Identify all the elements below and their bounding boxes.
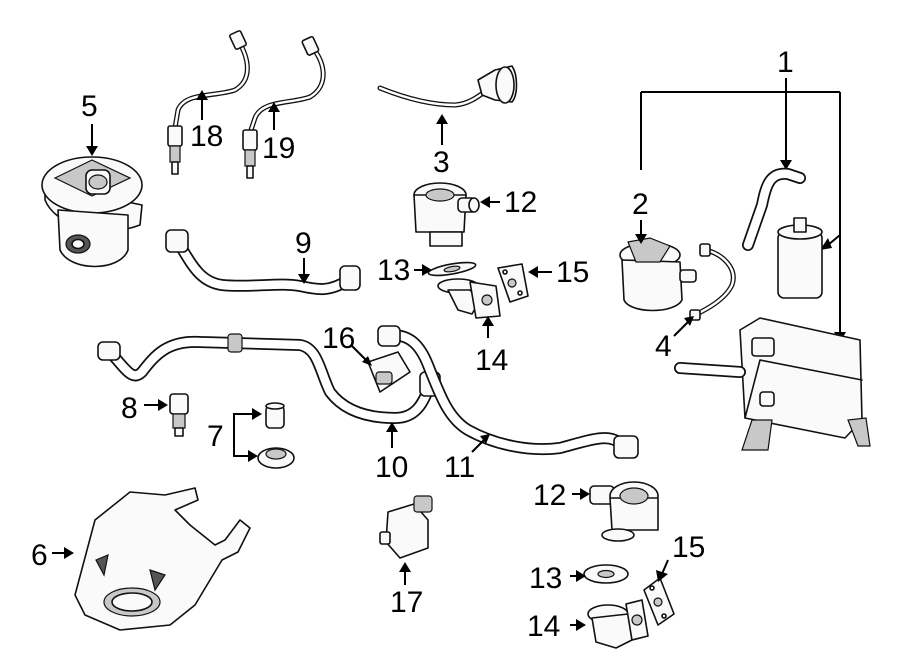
part-11-hose: 11	[377, 325, 639, 484]
callout-15-upper: 15	[556, 256, 589, 289]
part-13-gasket-upper: 13	[377, 254, 477, 287]
part-4-vacuum-line: 4	[655, 243, 736, 363]
part-2-purge-valve: 2	[619, 188, 697, 312]
part-3-hose: 3	[377, 65, 518, 179]
part-14-pipe-upper: 14	[437, 278, 508, 377]
callout-16: 16	[322, 322, 355, 355]
part-12-valve-upper: 12	[413, 182, 537, 247]
callout-10: 10	[375, 451, 408, 484]
callout-6: 6	[31, 539, 48, 572]
part-17-solenoid: 17	[379, 495, 433, 619]
callout-18: 18	[190, 120, 223, 153]
callout-13-upper: 13	[377, 254, 410, 287]
callout-14-upper: 14	[475, 344, 508, 377]
part-1-canister-assembly: 1	[640, 46, 871, 451]
callout-11: 11	[444, 451, 475, 484]
callout-7: 7	[207, 420, 224, 453]
callout-19: 19	[262, 132, 295, 165]
callout-12-upper: 12	[504, 186, 537, 219]
callout-13-lower: 13	[529, 562, 562, 595]
callout-12-lower: 12	[533, 479, 566, 512]
part-13-gasket-lower: 13	[529, 562, 629, 595]
part-6-bracket: 6	[31, 487, 251, 631]
callout-9: 9	[295, 227, 312, 260]
callout-8: 8	[121, 392, 138, 425]
callout-5: 5	[81, 90, 98, 123]
part-14-pipe-lower: 14	[527, 599, 649, 649]
part-18-oxygen-sensor: 18	[167, 30, 250, 175]
callout-4: 4	[655, 330, 672, 363]
part-16-connector: 16	[322, 322, 411, 393]
callout-1: 1	[777, 46, 794, 79]
part-19-oxygen-sensor: 19	[242, 35, 326, 179]
part-5-air-pump: 5	[41, 90, 143, 268]
part-15-plate-upper: 15	[497, 256, 589, 303]
part-12-valve-lower: 12	[533, 479, 659, 542]
callout-2: 2	[632, 188, 649, 221]
part-8-sensor: 8	[121, 392, 189, 437]
part-7-cap-grommet: 7	[207, 402, 295, 469]
callout-14-lower: 14	[527, 610, 560, 643]
part-15-plate-lower: 15	[643, 531, 705, 626]
callout-3: 3	[433, 146, 450, 179]
part-9-hose: 9	[165, 227, 361, 296]
callout-17: 17	[390, 586, 423, 619]
callout-15-lower: 15	[672, 531, 705, 564]
